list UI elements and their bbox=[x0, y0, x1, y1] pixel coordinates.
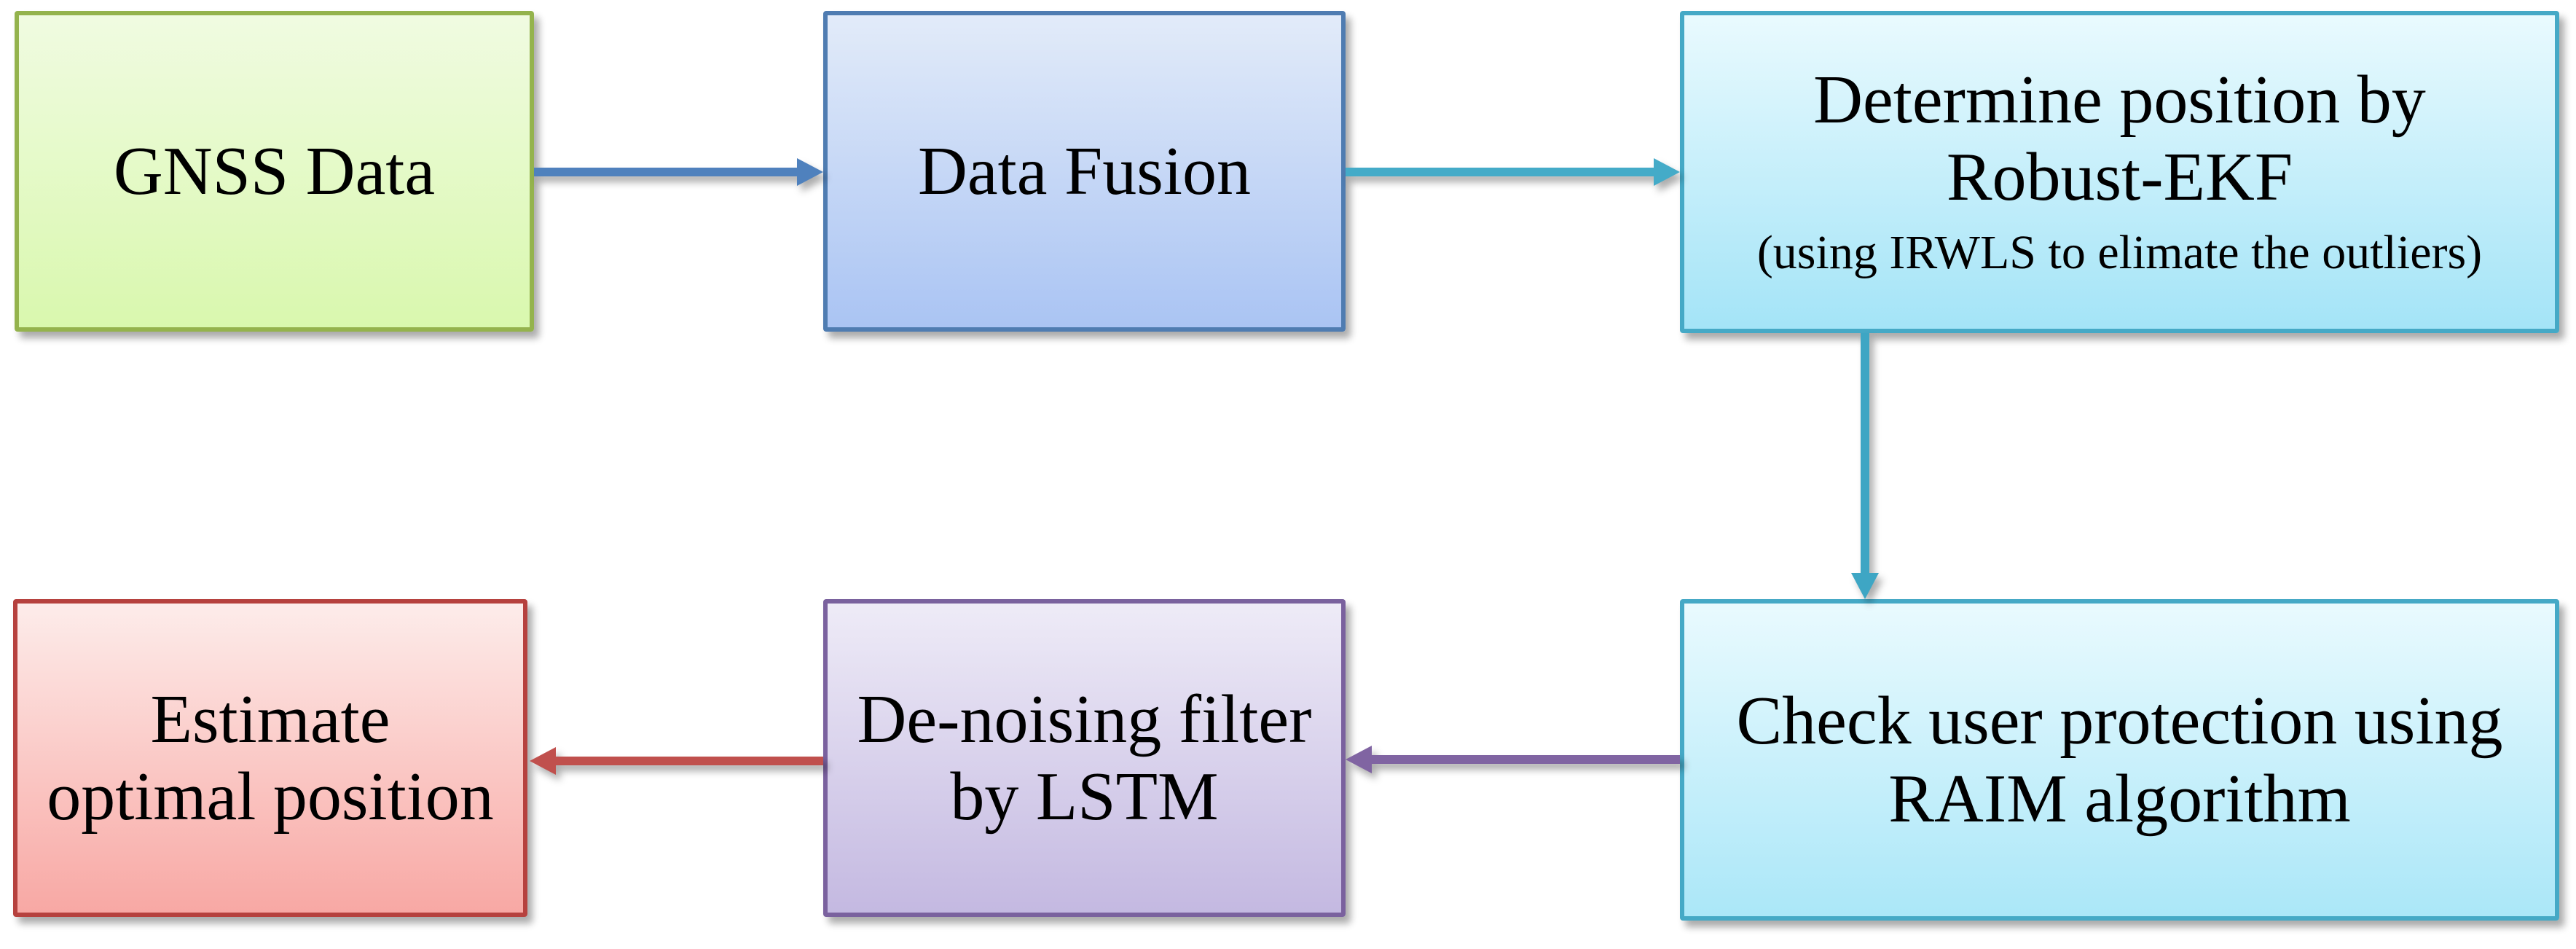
node-gnss-data: GNSS Data bbox=[15, 11, 534, 332]
node-data-fusion: Data Fusion bbox=[823, 11, 1346, 332]
node-robust-ekf: Determine position by Robust-EKF (using … bbox=[1680, 11, 2559, 333]
arrowhead-right bbox=[1654, 158, 1680, 186]
node-label: Determine position by bbox=[1813, 61, 2426, 138]
arrow-fusion-to-ekf bbox=[1346, 158, 1680, 186]
node-label: by LSTM bbox=[950, 759, 1219, 835]
arrowhead-left bbox=[530, 747, 556, 775]
arrow-gnss-to-fusion bbox=[534, 158, 823, 186]
arrowhead-right bbox=[797, 158, 823, 186]
node-label: RAIM algorithm bbox=[1888, 760, 2351, 837]
arrowhead-down bbox=[1851, 573, 1879, 599]
node-label: Estimate bbox=[150, 681, 390, 757]
node-lstm-filter: De-noising filter by LSTM bbox=[823, 599, 1346, 917]
arrow-lstm-to-estimate bbox=[530, 747, 823, 775]
node-label: Data Fusion bbox=[918, 133, 1251, 209]
node-label: GNSS Data bbox=[113, 133, 436, 209]
node-label: De-noising filter bbox=[857, 681, 1312, 757]
node-sublabel: (using IRWLS to elimate the outliers) bbox=[1756, 225, 2483, 279]
arrow-raim-to-lstm bbox=[1346, 746, 1680, 773]
node-label: Robust-EKF bbox=[1946, 138, 2293, 215]
node-label: Check user protection using bbox=[1736, 683, 2503, 759]
arrow-ekf-to-raim bbox=[1851, 333, 1879, 599]
node-estimate-position: Estimate optimal position bbox=[13, 599, 527, 917]
arrowhead-left bbox=[1346, 746, 1372, 773]
node-label: optimal position bbox=[47, 759, 494, 835]
node-raim-check: Check user protection using RAIM algorit… bbox=[1680, 599, 2559, 921]
